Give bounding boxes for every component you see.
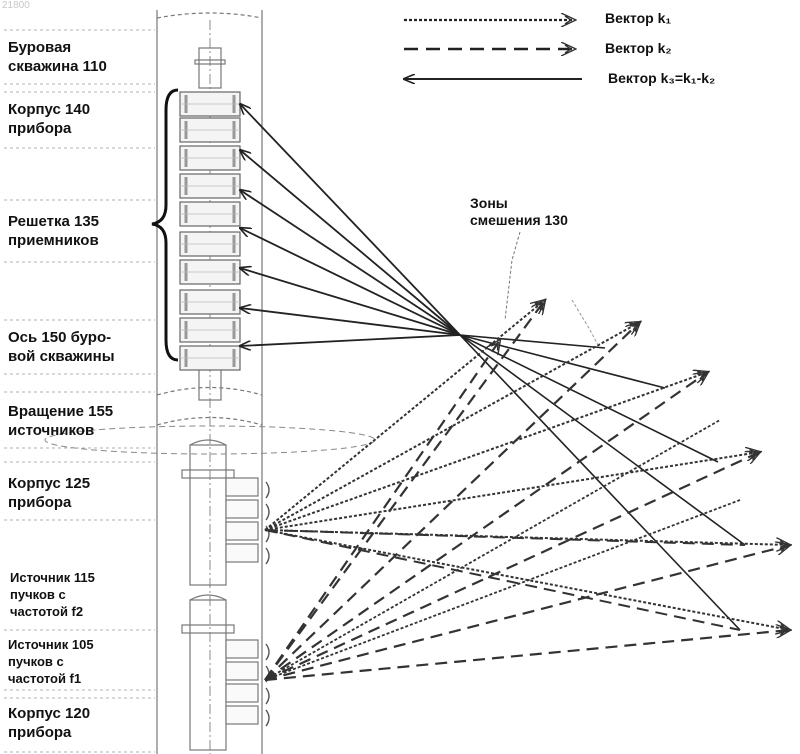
k2-beam — [265, 452, 760, 680]
legend — [404, 20, 582, 79]
label-housing120-line2: прибора — [8, 723, 90, 742]
label-mixing-zones-130: Зоны смешения 130 — [470, 195, 568, 229]
label-borehole-line1: Буровая — [8, 38, 107, 57]
k3-vector-to-receiver — [240, 150, 460, 335]
label-housing-125: Корпус 125 прибора — [8, 474, 90, 512]
label-rotation-155: Вращение 155 источников — [8, 402, 113, 440]
receiver-ring — [180, 346, 240, 370]
label-source105-line3: частотой f1 — [8, 670, 94, 687]
label-source115-line3: частотой f2 — [10, 603, 95, 620]
receiver-ring — [180, 118, 240, 142]
label-housing125-line1: Корпус 125 — [8, 474, 90, 493]
label-source105-line2: пучков с — [8, 653, 94, 670]
k2-beam — [265, 300, 545, 680]
label-grid135-line1: Решетка 135 — [8, 212, 99, 231]
k1-beam — [265, 300, 545, 530]
k2-beam — [265, 630, 790, 680]
k3-vector-to-receiver — [240, 104, 460, 335]
k1-beam — [265, 372, 708, 530]
beam-vectors — [240, 104, 790, 680]
legend-k1-label: Вектор k₁ — [605, 10, 671, 26]
label-source-115: Источник 115 пучков с частотой f2 — [10, 569, 95, 620]
label-mixing130-line1: Зоны — [470, 195, 568, 212]
label-source115-line2: пучков с — [10, 586, 95, 603]
label-housing140-line2: прибора — [8, 119, 90, 138]
label-mixing130-line2: смешения 130 — [470, 212, 568, 229]
label-source105-line1: Источник 105 — [8, 636, 94, 653]
source-115-blocks — [226, 478, 258, 562]
label-housing140-line1: Корпус 140 — [8, 100, 90, 119]
label-borehole-line2: скважина 110 — [8, 57, 107, 76]
receiver-ring — [180, 146, 240, 170]
k3-vector-to-receiver — [240, 335, 460, 346]
receiver-ring — [180, 232, 240, 256]
legend-k2-label: Вектор k₂ — [605, 40, 672, 56]
label-borehole-110: Буровая скважина 110 — [8, 38, 107, 76]
legend-k3-label: Вектор k₃=k₁-k₂ — [608, 70, 715, 86]
label-housing-140: Корпус 140 прибора — [8, 100, 90, 138]
k2-beam — [265, 530, 740, 630]
label-grid135-line2: приемников — [8, 231, 99, 250]
label-grid-135: Решетка 135 приемников — [8, 212, 99, 250]
k3-vector-line — [460, 335, 665, 388]
label-axis150-line2: вой скважины — [8, 347, 115, 366]
label-housing125-line2: прибора — [8, 493, 90, 512]
label-housing120-line1: Корпус 120 — [8, 704, 90, 723]
label-rotation155-line2: источников — [8, 421, 113, 440]
grid-brace — [152, 90, 178, 360]
k1-beam — [265, 500, 740, 680]
mixing-zone-pointer — [505, 232, 520, 320]
source-lens-marks — [266, 482, 269, 726]
label-rotation155-line1: Вращение 155 — [8, 402, 113, 421]
label-source-105: Источник 105 пучков с частотой f1 — [8, 636, 94, 687]
k3-vector-line — [460, 335, 740, 630]
receiver-ring — [180, 318, 240, 342]
k1-beam — [265, 420, 720, 680]
receiver-ring — [180, 202, 240, 226]
label-axis150-line1: Ось 150 буро- — [8, 328, 115, 347]
label-source115-line1: Источник 115 — [10, 569, 95, 586]
k3-vector-to-receiver — [240, 228, 460, 335]
mixing-zone-pointer-2 — [572, 300, 598, 345]
receiver-ring — [180, 174, 240, 198]
source-105-blocks — [226, 640, 258, 724]
receiver-ring — [180, 290, 240, 314]
label-housing-120: Корпус 120 прибора — [8, 704, 90, 742]
k3-vector-to-receiver — [240, 190, 460, 335]
receiver-ring — [180, 260, 240, 284]
receiver-ring — [180, 92, 240, 116]
k3-vector-to-receiver — [240, 308, 460, 335]
label-axis-150: Ось 150 буро- вой скважины — [8, 328, 115, 366]
k1-beam — [265, 452, 760, 530]
